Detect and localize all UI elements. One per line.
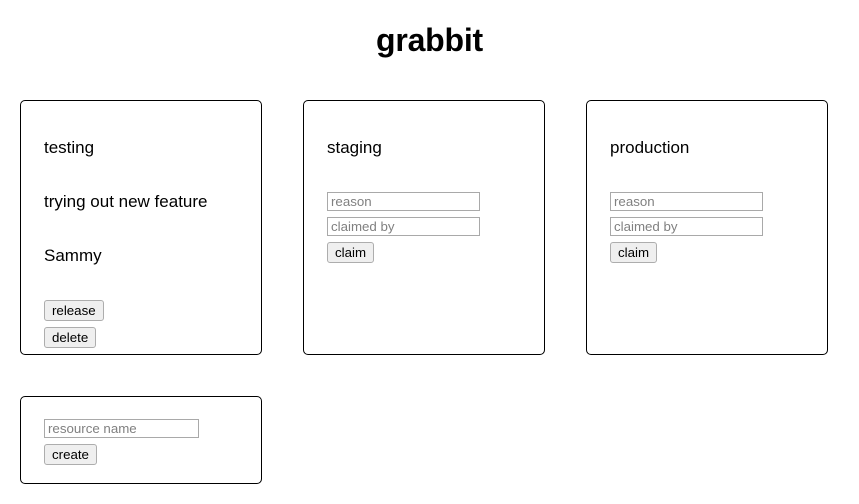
resource-card-staging: staging claim [303, 100, 545, 355]
resource-card-production: production claim [586, 100, 828, 355]
claim-button[interactable]: claim [327, 242, 375, 263]
resource-card-body: staging claim [327, 138, 532, 269]
create-resource-form: create [44, 419, 199, 471]
reason-input[interactable] [610, 192, 763, 211]
resource-name-label: production [610, 138, 690, 157]
resource-card-list: testing trying out new feature Sammy rel… [20, 100, 839, 355]
resource-name-label: staging [327, 138, 382, 157]
resource-card-body: production claim [610, 138, 815, 269]
release-button[interactable]: release [44, 300, 104, 321]
delete-button[interactable]: delete [44, 327, 97, 348]
resource-card-body: testing trying out new feature Sammy rel… [44, 138, 249, 354]
create-resource-card: create [20, 396, 262, 484]
resource-actions: release delete [44, 300, 249, 348]
resource-reason-text: trying out new feature [44, 192, 208, 211]
claimed-by-input[interactable] [610, 217, 763, 236]
reason-input[interactable] [327, 192, 480, 211]
resource-card-testing: testing trying out new feature Sammy rel… [20, 100, 262, 355]
resource-name-label: testing [44, 138, 95, 157]
claim-button[interactable]: claim [610, 242, 658, 263]
create-button[interactable]: create [44, 444, 97, 465]
page-title: grabbit [375, 22, 484, 58]
claimed-by-input[interactable] [327, 217, 480, 236]
resource-name-input[interactable] [44, 419, 199, 438]
resource-claimed-by-text: Sammy [44, 246, 102, 265]
